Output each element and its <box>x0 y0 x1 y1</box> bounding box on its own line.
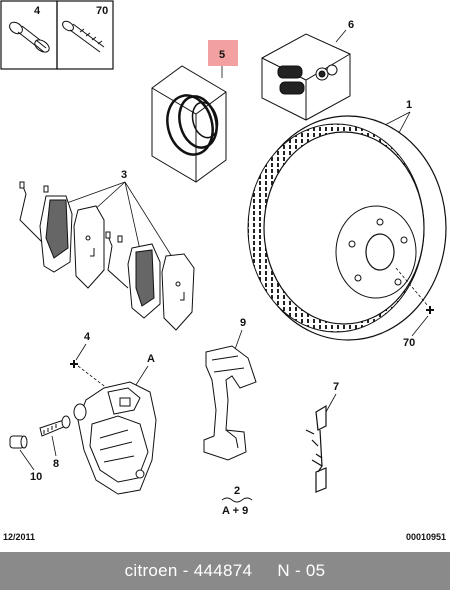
callout-8: 8 <box>53 458 59 470</box>
callout-5: 5 <box>219 49 225 61</box>
footer-caption: citroen - 444874 N - 05 <box>124 561 326 580</box>
brake-pads-drawing: 3 <box>19 169 195 331</box>
callout-70-mid: 70 <box>403 337 415 349</box>
kit-2-label: 2 A + 9 <box>221 485 253 517</box>
callout-4-mid: 4 <box>84 331 91 343</box>
callout-4-top: 4 <box>34 5 41 17</box>
callout-2-sub: A + 9 <box>222 505 248 517</box>
callout-1: 1 <box>406 99 412 111</box>
bolt-4-drawing <box>9 21 50 53</box>
seal-kit-drawing: 5 <box>151 40 238 183</box>
callout-70-top: 70 <box>96 5 108 17</box>
brake-disc-drawing: 1 70 <box>247 99 447 349</box>
callout-9: 9 <box>240 317 246 329</box>
footer-date: 12/2011 <box>3 532 36 542</box>
callout-2: 2 <box>234 485 240 497</box>
callout-A: A <box>147 353 155 365</box>
highlight-box <box>208 40 238 66</box>
screw-box-4 <box>0 0 58 70</box>
callout-6: 6 <box>348 19 354 31</box>
callout-3: 3 <box>121 169 127 181</box>
screw-box-group: 4 70 <box>0 0 114 70</box>
footer-caption-bar: citroen - 444874 N - 05 <box>0 552 450 590</box>
callout-7: 7 <box>333 381 339 393</box>
footer-code: 00010951 <box>405 532 446 542</box>
caliper-bracket-drawing: 9 <box>203 317 257 461</box>
bolt-70-drawing <box>62 20 105 53</box>
anti-rattle-clip-drawing: 7 <box>305 381 339 493</box>
caliper-drawing: 4 A 8 10 <box>9 331 157 495</box>
callout-10: 10 <box>30 471 42 483</box>
guide-pin-kit-drawing: 6 <box>261 19 354 121</box>
screw-box-70 <box>56 0 114 70</box>
